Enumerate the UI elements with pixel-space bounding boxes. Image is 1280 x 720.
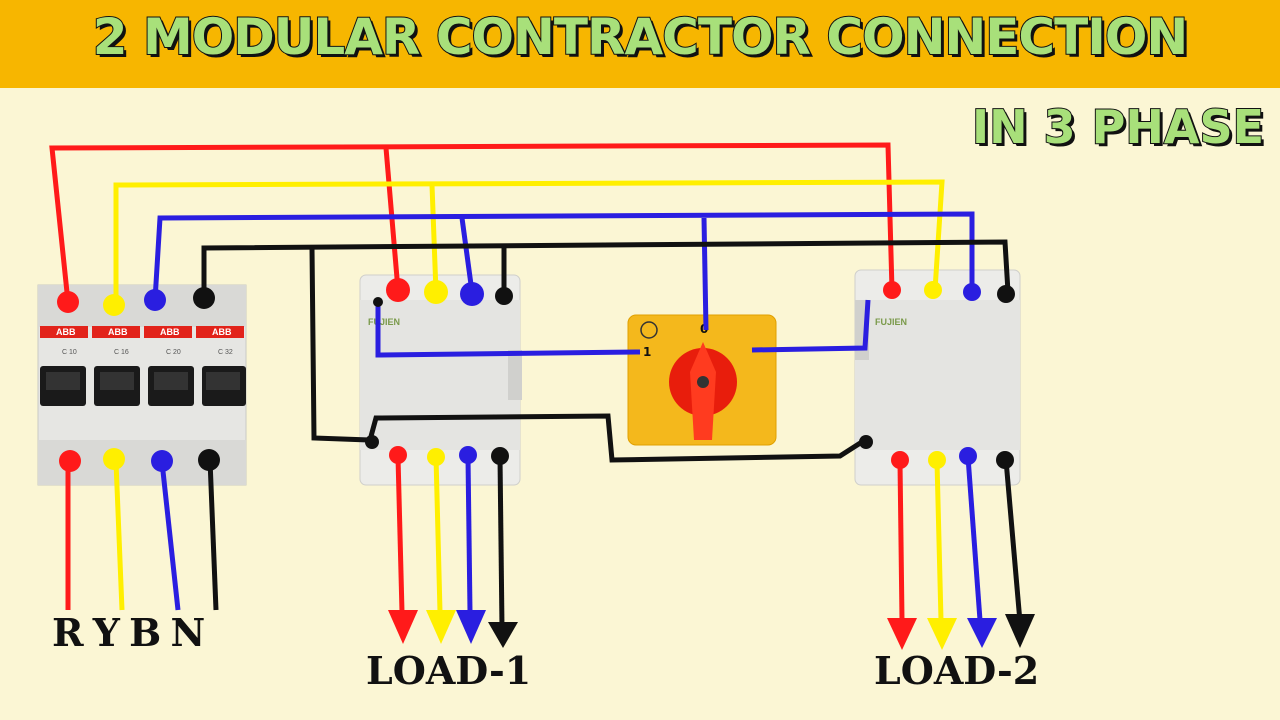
- mcb-brand-2: ABB: [108, 327, 128, 337]
- mcb-pole-4[interactable]: [196, 326, 246, 406]
- black-wires: [201, 239, 1023, 629]
- mcb-pole-3[interactable]: [144, 326, 194, 406]
- mcb-pole-2[interactable]: [92, 326, 140, 406]
- load-2-arrows: [887, 614, 1035, 650]
- contactor-1-brand: FUJIEN: [368, 317, 400, 327]
- mcb-brand-3: ABB: [160, 327, 180, 337]
- phase-labels: R Y B N: [52, 610, 206, 655]
- yellow-wires: [113, 179, 945, 621]
- blue-wires: [152, 211, 983, 621]
- red-wires: [49, 142, 905, 621]
- load-1-label: LOAD-1: [366, 648, 532, 693]
- load-1-arrows: [388, 610, 518, 648]
- mcb-rating-2: C 16: [114, 349, 129, 356]
- page-title: 2 MODULAR CONTRACTOR CONNECTION: [92, 7, 1189, 67]
- switch-pos-1: 1: [643, 345, 651, 359]
- switch-knob: [690, 342, 716, 440]
- contactor-2[interactable]: FUJIEN: [854, 269, 1021, 486]
- mcb-brand-4: ABB: [212, 327, 232, 337]
- mcb-rating-3: C 20: [166, 349, 181, 356]
- mcb-rating-1: C 10: [62, 349, 77, 356]
- selector-switch[interactable]: 0 1: [627, 314, 777, 446]
- load-2-label: LOAD-2: [874, 648, 1040, 693]
- title-banner: [0, 0, 1280, 88]
- page-subtitle: IN 3 PHASE: [971, 99, 1265, 155]
- terminals: [57, 278, 1015, 472]
- mcb-brand-1: ABB: [56, 327, 76, 337]
- mcb-rating-4: C 32: [218, 349, 233, 356]
- mcb-pole-1[interactable]: [40, 326, 88, 406]
- contactor-1[interactable]: FUJIEN: [359, 274, 522, 486]
- contactor-2-brand: FUJIEN: [875, 317, 907, 327]
